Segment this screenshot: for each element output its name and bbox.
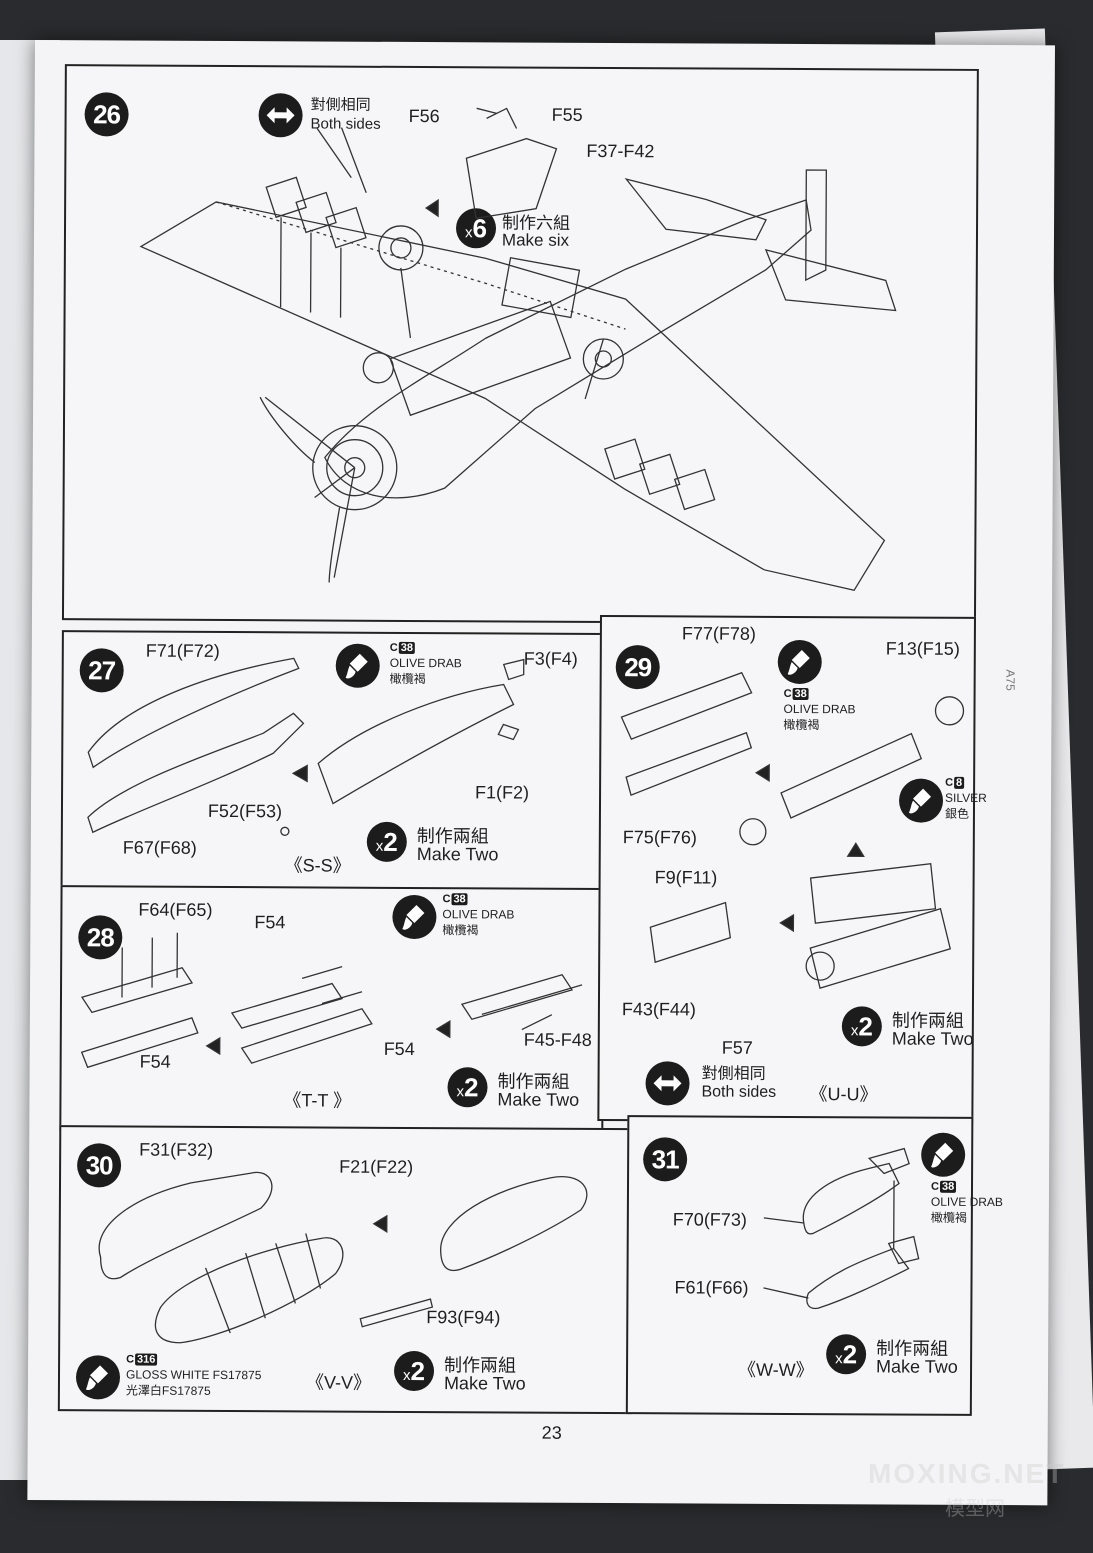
paint-brush-icon	[335, 643, 380, 688]
aircraft-illustration	[139, 107, 897, 592]
pod-illustration	[620, 671, 965, 989]
step-26-panel: 26 對側相同 Both sides F56 F55 F37-F42 x6 制作…	[61, 64, 979, 625]
step-29-panel: 29 F77(F78) F13(F15) F75(F76) F9(F11) F4…	[597, 614, 987, 1123]
instruction-page: 26 對側相同 Both sides F56 F55 F37-F42 x6 制作…	[27, 40, 1055, 1506]
step-27-panel: 27 F71(F72) F67(F68) F52(F53) F3(F4) F1(…	[60, 630, 606, 892]
paint-brush-icon	[898, 778, 944, 823]
both-sides-icon	[645, 1061, 690, 1106]
tank-illustration	[98, 1171, 588, 1344]
side-mark: A75	[1003, 669, 1018, 691]
bomb-illustration	[87, 657, 525, 836]
rack-illustration	[80, 932, 583, 1069]
watermark-zh: 模型网	[945, 1498, 1005, 1520]
paint-brush-icon	[392, 894, 437, 940]
paint-brush-icon	[75, 1355, 121, 1400]
both-sides-icon	[258, 93, 303, 138]
paint-brush-icon	[777, 639, 822, 685]
paint-brush-icon	[921, 1132, 966, 1177]
bomb-illustration	[763, 1147, 920, 1310]
page-number: 23	[541, 1422, 562, 1443]
watermark: MOXING.NET	[868, 1458, 1066, 1489]
